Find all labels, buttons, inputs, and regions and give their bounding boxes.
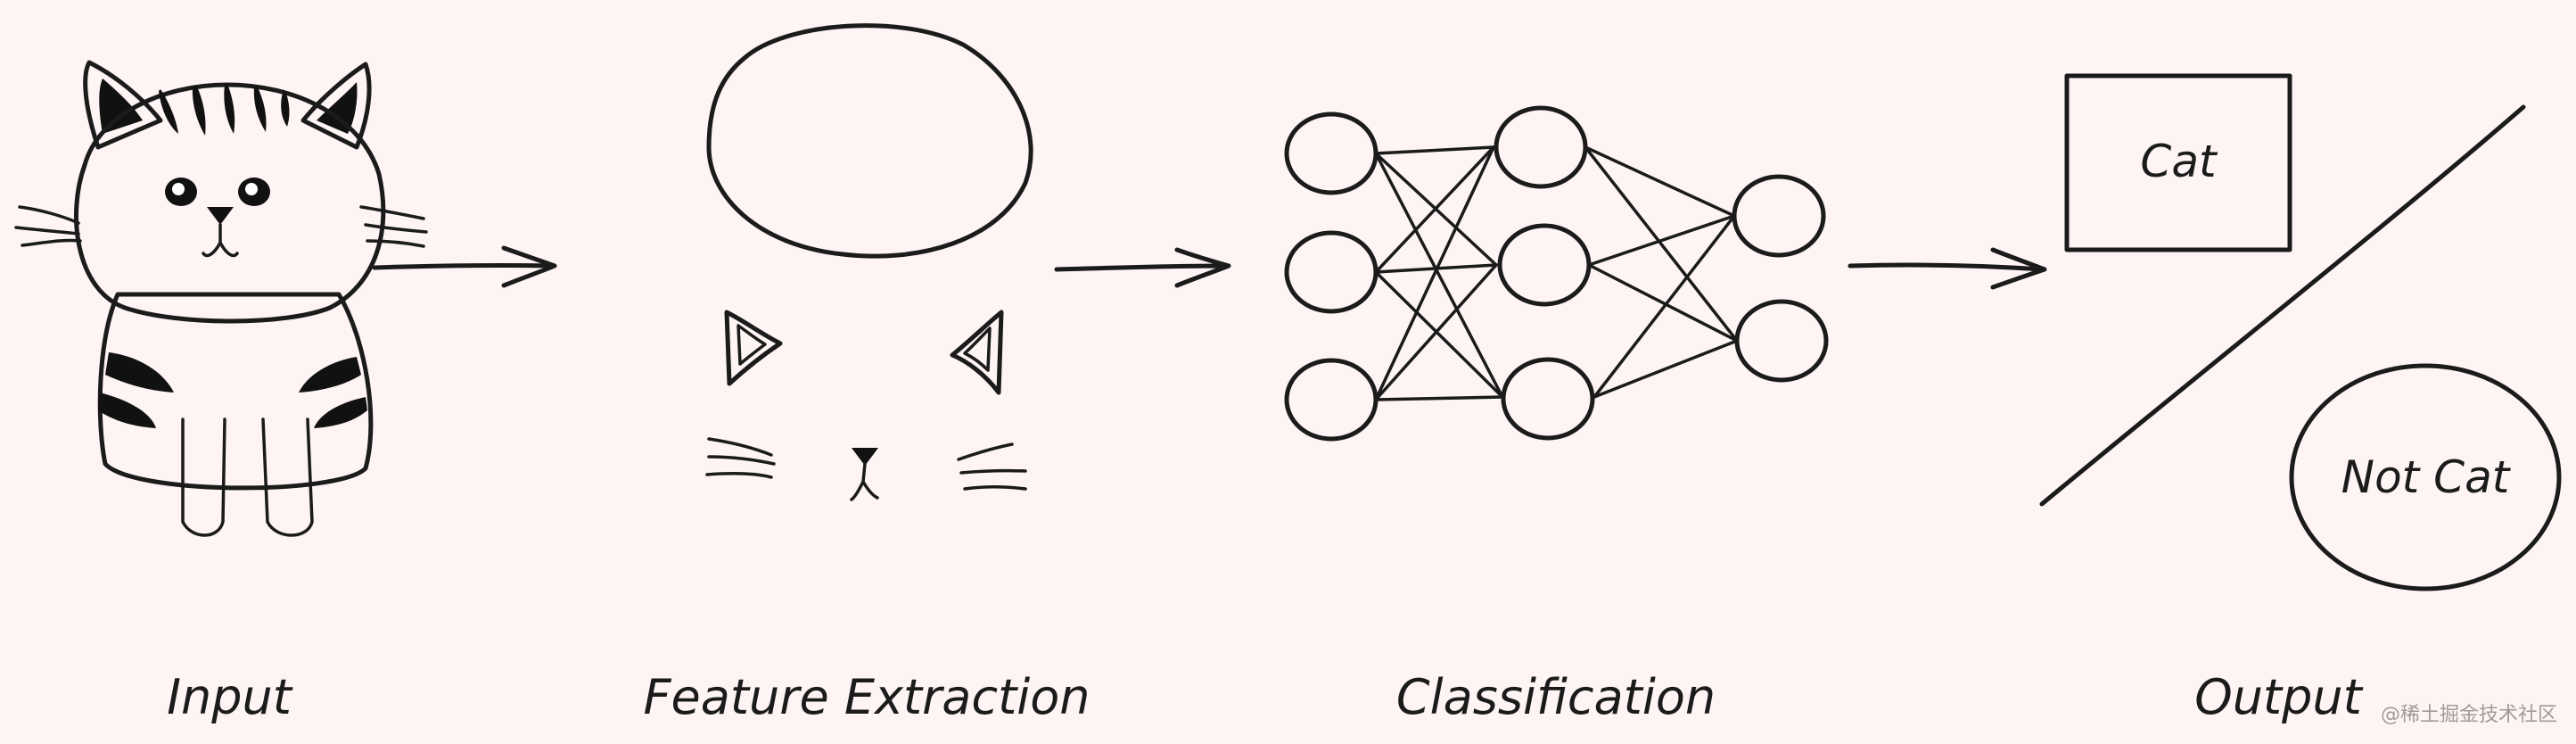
cat-nose: [207, 207, 234, 225]
cat-ear-left-inner: [99, 79, 143, 134]
ear-feature-left: [724, 310, 783, 386]
cat-body-stripe: [314, 397, 367, 428]
cat-head: [74, 82, 386, 324]
head-shape-feature: [706, 23, 1033, 259]
cat-body-stripe: [98, 393, 156, 428]
cat-body-stripe: [299, 357, 361, 393]
output-divider-line: [2039, 104, 2526, 507]
arrow-input-to-features: [372, 245, 557, 288]
nose-feature: [852, 448, 878, 466]
whisker-feature-right: [957, 442, 1027, 491]
feature-extraction-parts: [705, 23, 1033, 501]
cat-head-stripe: [192, 85, 206, 136]
cat-eye-left-highlight: [172, 183, 185, 195]
stage-label-output: Output: [2194, 669, 2363, 725]
arrow-classification-to-output: [1848, 247, 2047, 290]
cat-leg-left: [181, 417, 226, 537]
connections-hidden-output: [1584, 145, 1739, 399]
not-cat-output-label: Not Cat: [2341, 451, 2512, 503]
cat-mouth: [202, 223, 239, 258]
output-node-not-cat: [1734, 299, 1829, 383]
stage-label-classification: Classification: [1396, 669, 1716, 725]
cat-body-stripe: [105, 352, 174, 393]
hidden-node: [1494, 105, 1588, 189]
output-panel: Cat Not Cat: [2039, 73, 2562, 591]
neural-network: [1284, 105, 1829, 442]
cat-ear-left: [83, 60, 163, 150]
whisker-feature-left: [705, 437, 776, 479]
cat-illustration: [14, 60, 428, 537]
cat-head-stripe: [224, 84, 235, 134]
cat-head-stripe: [253, 86, 267, 132]
stage-label-input: Input: [167, 669, 293, 725]
cat-ear-right: [300, 62, 372, 150]
ear-feature-right-inner: [963, 327, 992, 372]
output-node-cat: [1732, 174, 1826, 258]
cat-leg-right: [261, 417, 314, 537]
cat-whiskers-right: [359, 205, 428, 248]
cat-body: [97, 292, 374, 491]
stage-label-feature-extraction: Feature Extraction: [643, 669, 1090, 725]
cat-head-stripe: [159, 89, 178, 134]
ear-feature-left-inner: [737, 324, 767, 366]
cat-output-box: [2064, 73, 2292, 252]
not-cat-output-ellipse: [2289, 363, 2562, 591]
cat-head-stripe: [281, 91, 290, 127]
hidden-node: [1497, 223, 1592, 307]
arrow-features-to-classification: [1054, 247, 1231, 288]
cat-output-label: Cat: [2140, 136, 2218, 187]
input-node: [1284, 112, 1379, 195]
mouth-feature: [850, 462, 879, 501]
cat-whiskers-left: [14, 205, 82, 247]
ear-feature-right: [950, 310, 1004, 395]
input-node: [1284, 358, 1379, 442]
connections-input-hidden: [1374, 145, 1504, 401]
cat-ear-right-inner: [317, 82, 358, 134]
input-node: [1284, 230, 1379, 314]
hidden-node: [1501, 357, 1595, 441]
watermark: @稀土掘金技术社区: [2381, 704, 2557, 726]
cat-eye-right-highlight: [245, 183, 258, 195]
